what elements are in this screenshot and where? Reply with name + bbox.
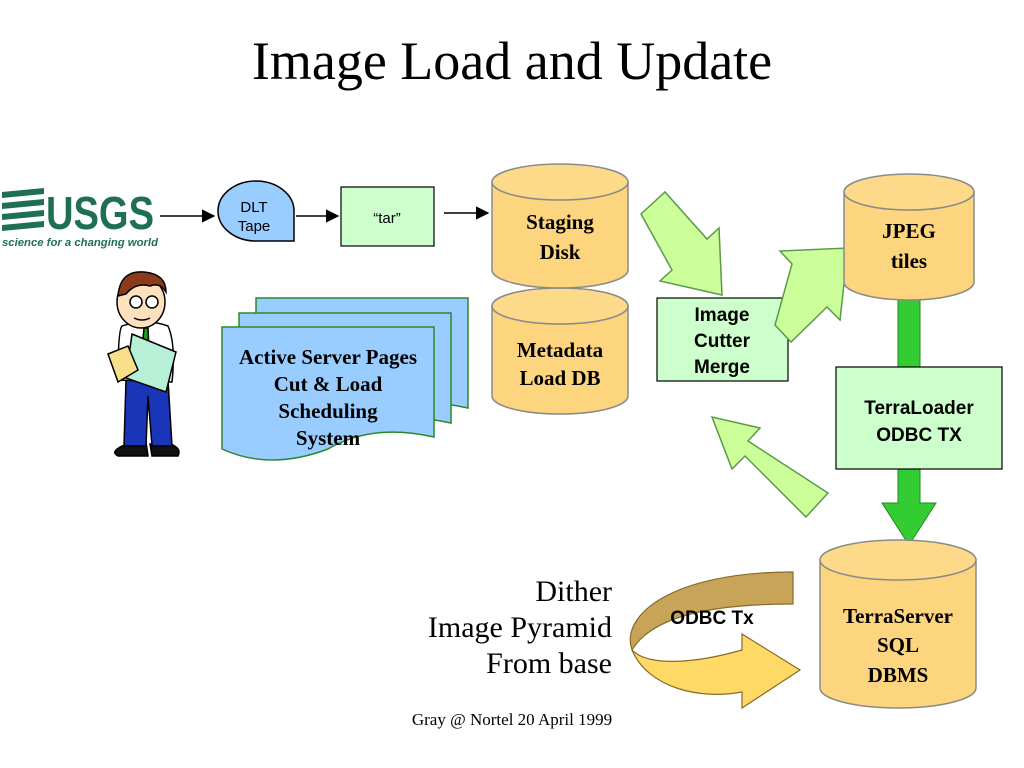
dlt-tape-line-2: Tape [238,218,271,235]
arrow-terraserver-to-cutter [710,415,830,519]
usgs-wave-emblem [2,188,44,231]
metadata-db-cylinder: Metadata Load DB [491,287,629,415]
asp-line-2: Cut & Load [274,372,383,396]
staging-disk-line-2: Disk [540,240,581,264]
metadata-db-line-1: Metadata [517,338,604,362]
asp-line-1: Active Server Pages [239,345,417,369]
asp-documents-stack: Active Server Pages Cut & Load Schedulin… [221,297,469,461]
terraserver-line-2: SQL [877,633,919,657]
terraloader-line-1: TerraLoader [864,398,974,419]
image-cutter-line-1: Image [695,305,750,326]
man-figure-illustration [107,271,180,457]
dither-line-2: Image Pyramid [427,611,612,644]
arrow-terraloader-to-terraserver [881,468,937,546]
metadata-db-line-2: Load DB [519,366,600,390]
image-cutter-line-2: Cutter [694,331,751,352]
terraserver-line-1: TerraServer [843,604,953,628]
asp-line-3: Scheduling [278,399,378,423]
terraserver-cylinder: TerraServer SQL DBMS [819,539,977,709]
slide-title: Image Load and Update [251,31,773,91]
odbc-tx-label: ODBC Tx [670,608,754,629]
arrow-cutter-to-jpeg [774,247,849,344]
dither-line-3: From base [486,647,612,680]
staging-disk-cylinder: Staging Disk [491,163,629,289]
jpeg-tiles-line-1: JPEG [882,219,936,243]
usgs-tagline: science for a changing world [2,237,158,249]
terraloader-line-2: ODBC TX [876,425,962,446]
image-cutter-node: Image Cutter Merge [656,297,789,382]
jpeg-tiles-line-2: tiles [891,249,927,273]
dither-line-1: Dither [535,575,612,608]
dither-text-block: Dither Image Pyramid From base [428,574,612,682]
dlt-tape-node: DLT Tape [217,180,295,242]
terraserver-line-3: DBMS [868,663,929,687]
staging-disk-line-1: Staging [526,210,594,234]
jpeg-tiles-cylinder: JPEG tiles [843,173,975,301]
slide-footer: Gray @ Nortel 20 April 1999 [411,710,613,729]
image-cutter-line-3: Merge [694,357,750,378]
usgs-logo-text: USGS [46,187,154,239]
tar-label: “tar” [373,210,401,227]
asp-line-4: System [296,426,361,450]
tar-node: “tar” [340,186,435,247]
curved-odbc-arrow: ODBC Tx [629,571,802,710]
terraloader-node: TerraLoader ODBC TX [835,366,1003,470]
dlt-tape-line-1: DLT [240,199,267,216]
usgs-logo: USGS science for a changing world [2,187,158,249]
arrow-staging-to-cutter [640,190,723,296]
